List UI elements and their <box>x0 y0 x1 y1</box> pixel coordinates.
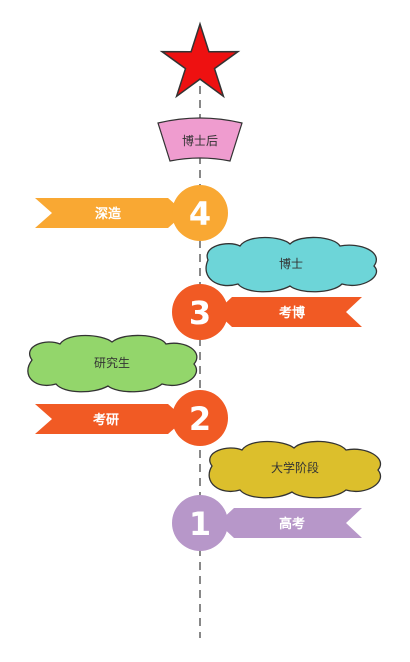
postdoc-node: 博士后 <box>157 117 243 162</box>
step-3: 考博 3 <box>172 284 362 340</box>
cloud-shape-university <box>208 440 381 499</box>
tag-label-4: 深造 <box>95 206 122 222</box>
postdoc-shape <box>157 117 243 162</box>
tag-arrow-1 <box>218 508 362 538</box>
tag-arrow-3 <box>216 297 362 327</box>
step-circle-4 <box>172 185 228 241</box>
step-circle-3 <box>172 284 228 340</box>
tag-arrow-2 <box>35 404 185 434</box>
cloud-shape-graduate <box>27 334 198 393</box>
postdoc-label: 博士后 <box>182 133 218 148</box>
cloud-shape-phd <box>205 236 377 293</box>
step-number-2: 2 <box>189 400 211 438</box>
step-number-4: 4 <box>189 195 211 233</box>
step-number-3: 3 <box>189 294 211 332</box>
step-circle-1 <box>172 495 228 551</box>
step-1: 高考 1 <box>172 495 362 551</box>
tag-label-1: 高考 <box>279 516 305 532</box>
tag-label-2: 考研 <box>93 412 119 428</box>
step-circle-2 <box>172 390 228 446</box>
cloud-label-phd: 博士 <box>279 256 303 271</box>
cloud-label-university: 大学阶段 <box>271 460 319 475</box>
cloud-phd: 博士 <box>205 236 377 293</box>
cloud-graduate: 研究生 <box>27 334 198 393</box>
tag-arrow-4 <box>35 198 185 228</box>
tag-label-3: 考博 <box>279 305 305 321</box>
cloud-university: 大学阶段 <box>208 440 381 499</box>
cloud-label-graduate: 研究生 <box>94 355 130 370</box>
step-4: 深造 4 <box>35 185 228 241</box>
step-2: 考研 2 <box>35 390 228 446</box>
step-number-1: 1 <box>189 505 211 543</box>
star-icon <box>159 21 241 99</box>
